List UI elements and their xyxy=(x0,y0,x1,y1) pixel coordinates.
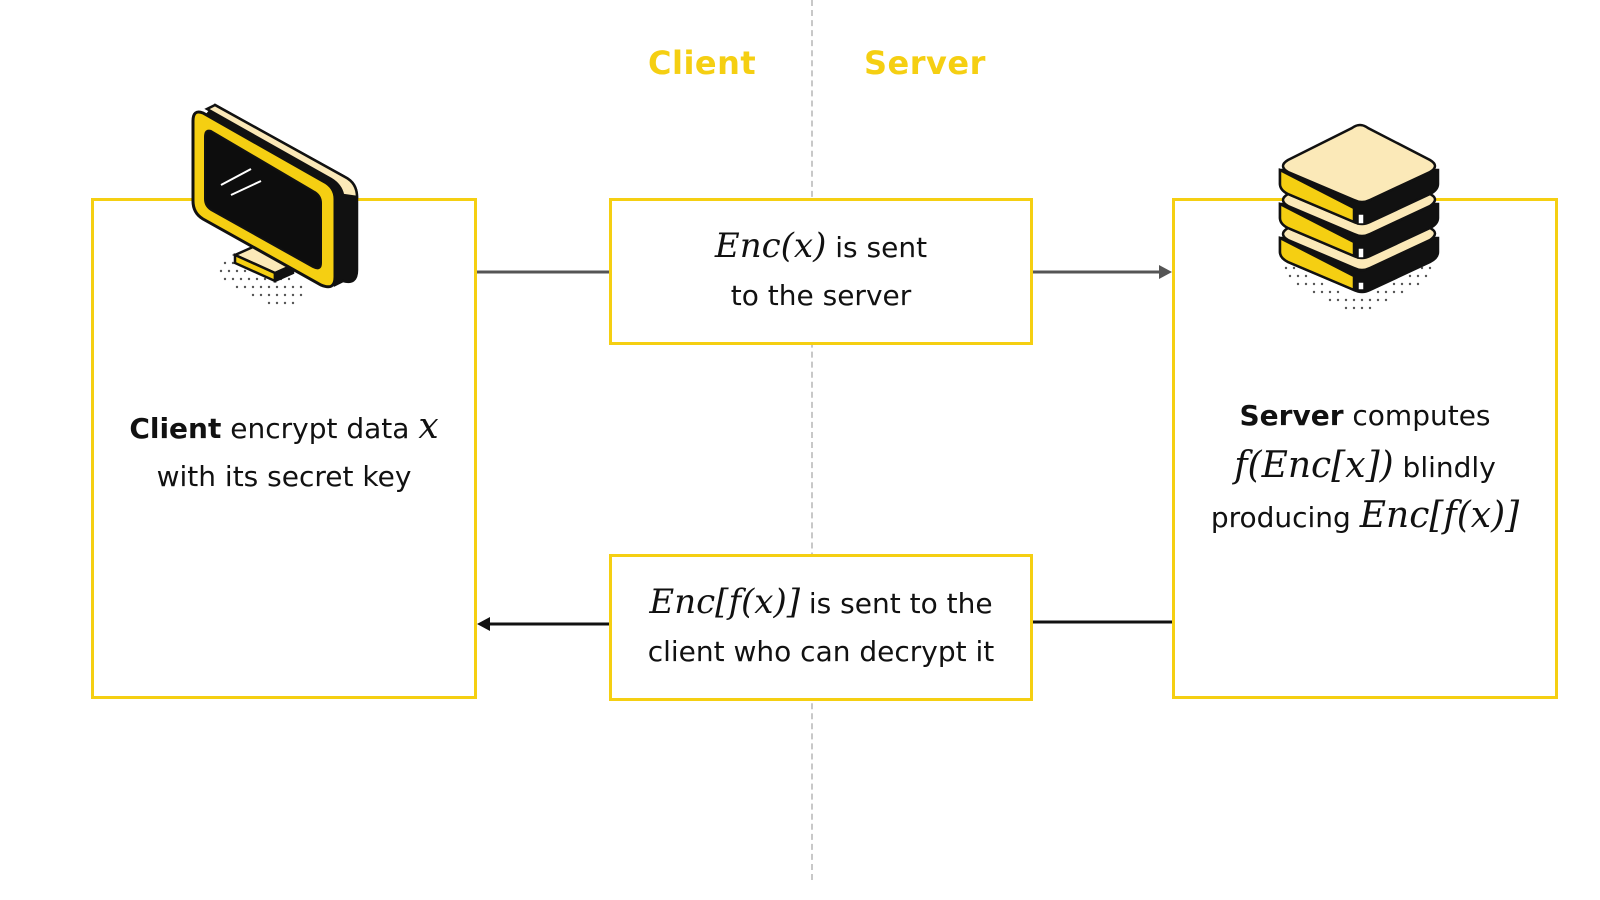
server-box-bold: Server xyxy=(1239,399,1344,432)
arrowhead-to-server xyxy=(1159,265,1172,279)
client-box: Client encrypt data x with its secret ke… xyxy=(91,198,477,699)
send-box-text1: is sent xyxy=(826,231,928,264)
return-box-text1: is sent to the xyxy=(800,587,993,620)
client-header: Client xyxy=(648,44,757,82)
client-box-line1: Client encrypt data x xyxy=(94,402,474,454)
server-box-text2: blindly xyxy=(1393,451,1496,484)
server-box-line3: producing Enc[f(x)] xyxy=(1175,491,1555,543)
server-box-line2: f(Enc[x]) blindly xyxy=(1175,441,1555,493)
client-box-bold: Client xyxy=(129,412,222,445)
client-box-text1: encrypt data xyxy=(221,412,419,445)
server-header: Server xyxy=(864,44,986,82)
server-box-line1: Server computes xyxy=(1175,391,1555,441)
return-box-line1: Enc[f(x)] is sent to the xyxy=(612,577,1030,629)
client-server-divider xyxy=(811,0,813,880)
send-box-line1: Enc(x) is sent xyxy=(612,221,1030,273)
arrowhead-to-client xyxy=(477,617,490,631)
send-box-math: Enc(x) xyxy=(714,226,827,266)
client-box-line2: with its secret key xyxy=(156,460,412,493)
server-box-math1: f(Enc[x]) xyxy=(1234,445,1394,486)
client-box-math: x xyxy=(418,406,439,447)
server-box-text1: computes xyxy=(1343,399,1491,432)
send-box: Enc(x) is sent to the server xyxy=(609,198,1033,345)
send-box-line2: to the server xyxy=(730,279,912,312)
database-server-icon xyxy=(1278,123,1440,310)
return-box: Enc[f(x)] is sent to the client who can … xyxy=(609,554,1033,701)
return-box-line2: client who can decrypt it xyxy=(647,635,995,668)
server-box-text3: producing xyxy=(1210,501,1360,534)
return-box-math: Enc[f(x)] xyxy=(649,582,800,622)
monitor-icon xyxy=(191,103,359,305)
server-box-math2: Enc[f(x)] xyxy=(1359,495,1520,536)
